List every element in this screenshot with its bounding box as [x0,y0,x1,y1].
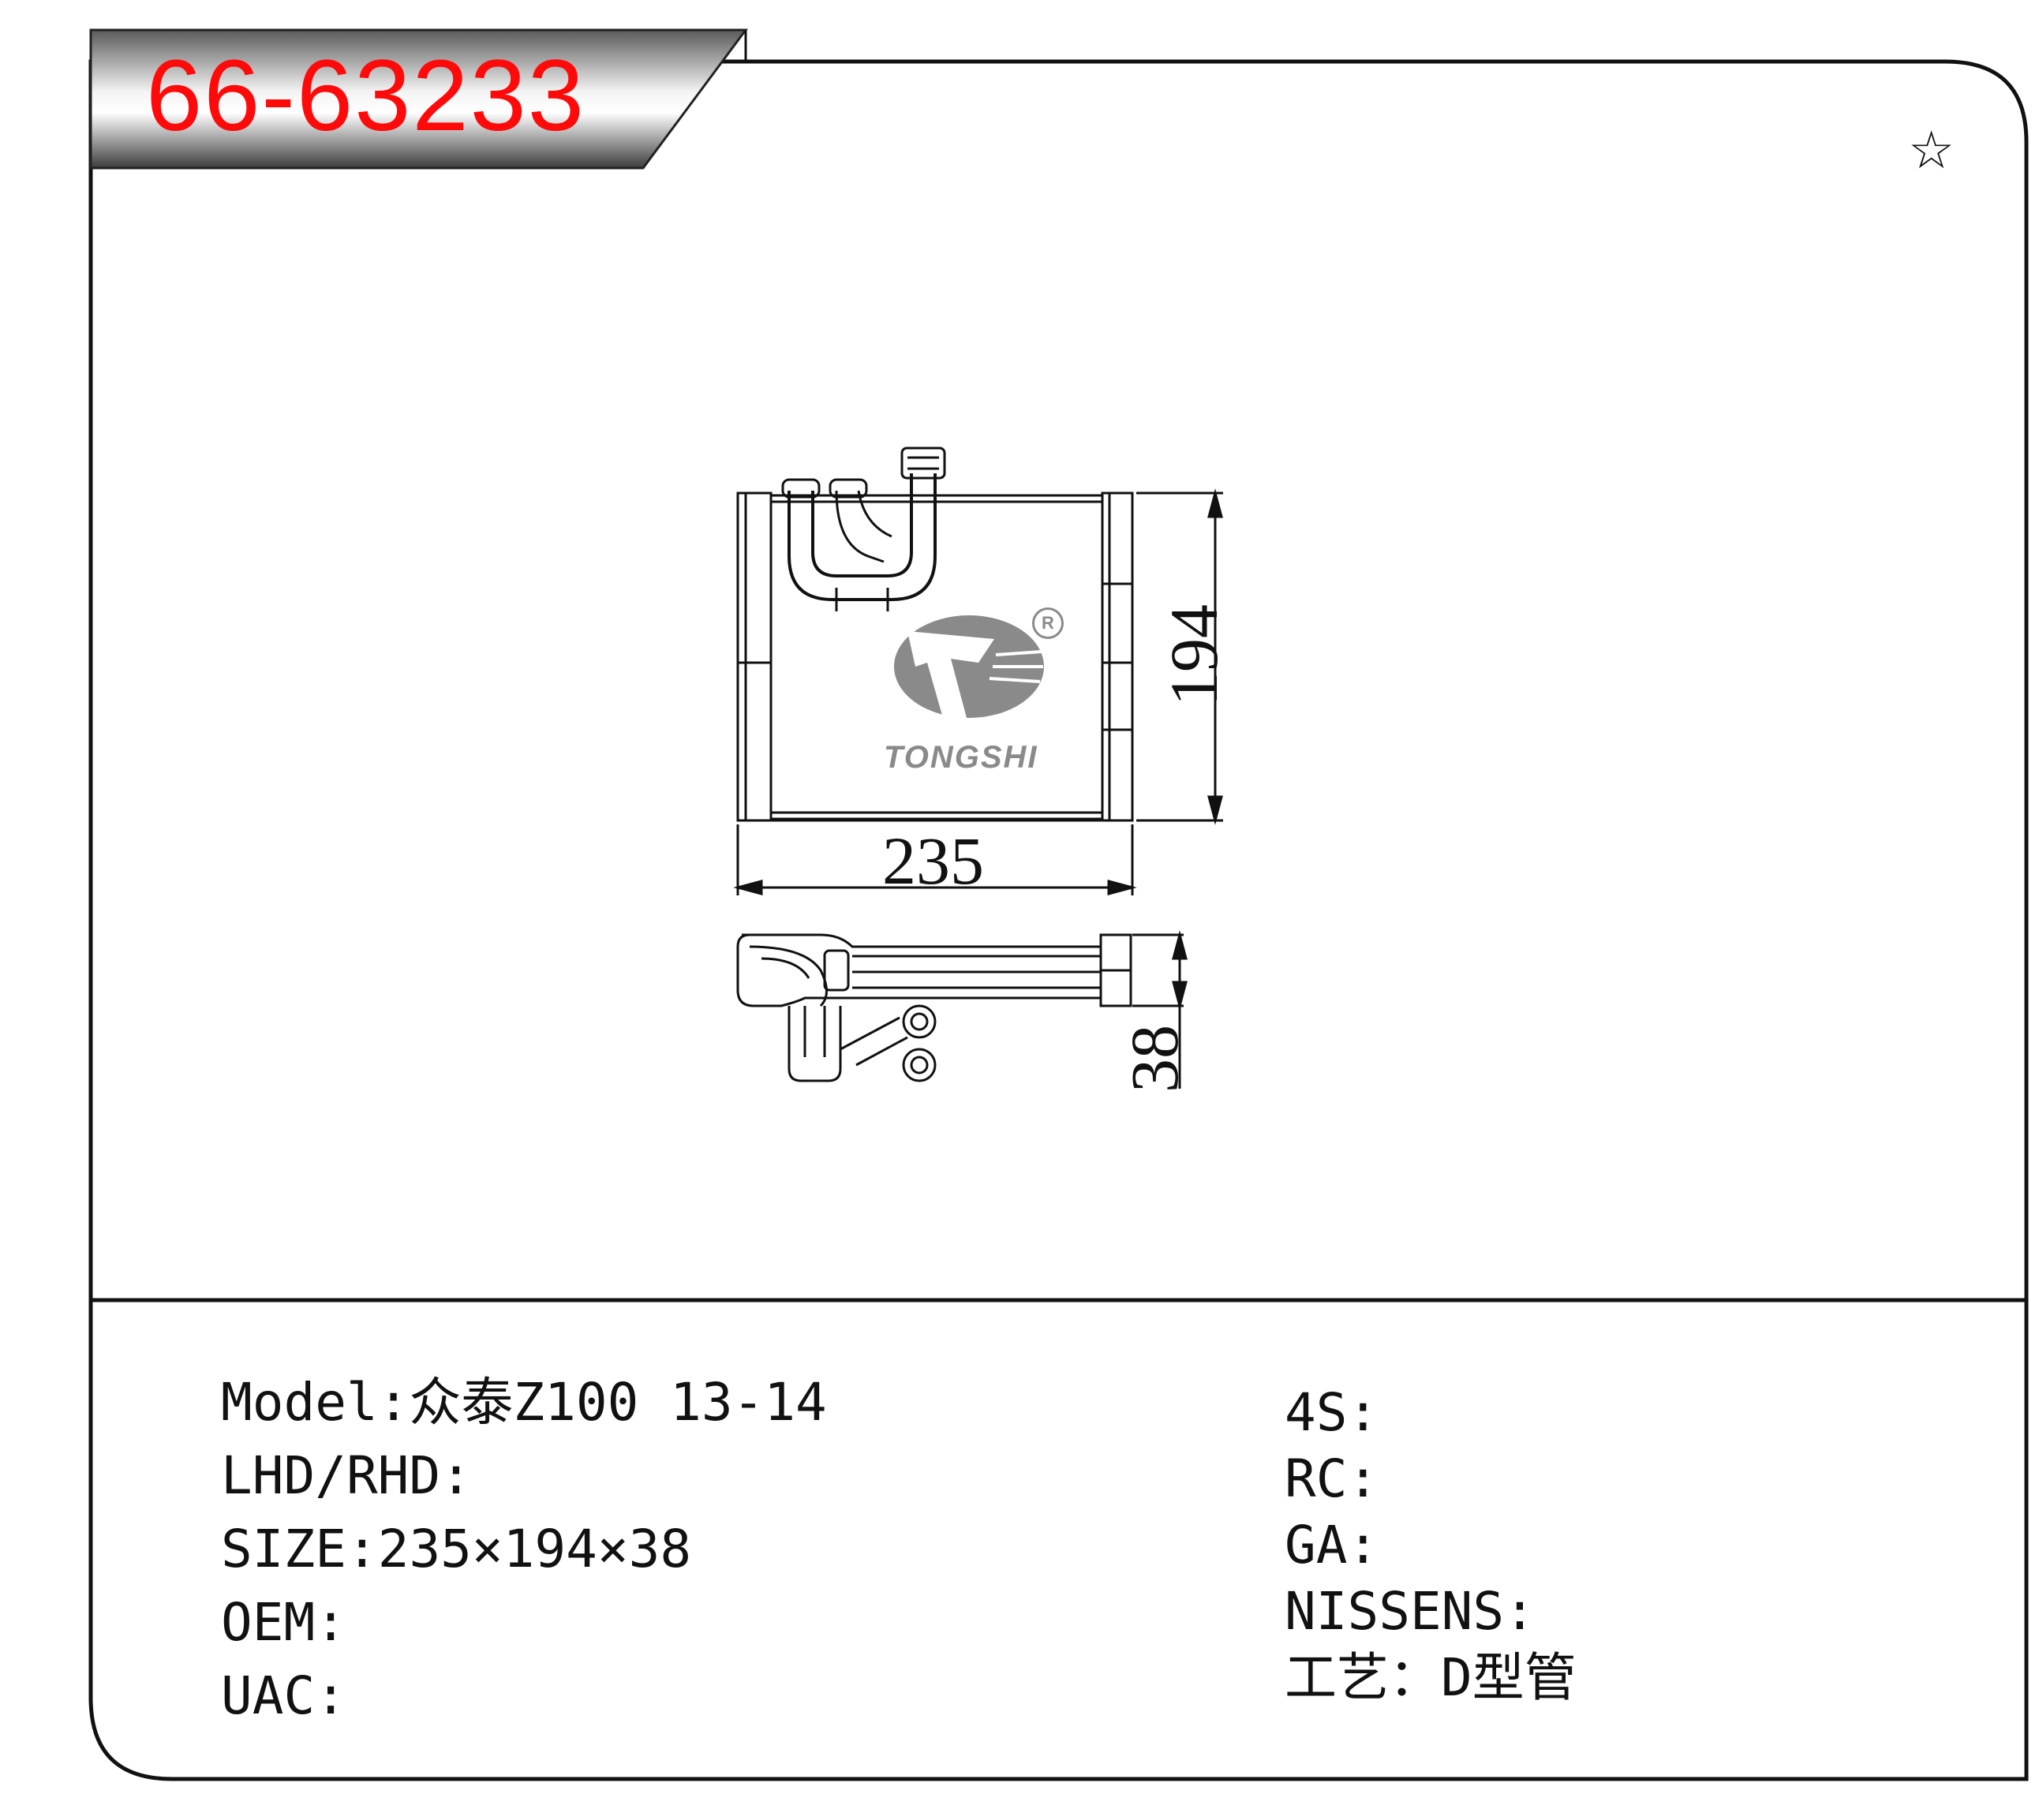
part-number: 66-63233 [146,39,586,152]
spec-sep: : [346,1519,378,1579]
tongshi-logo [894,615,1044,718]
spec-sep: : [1347,1448,1379,1509]
dimension-depth: 38 [1117,1025,1192,1093]
spec-row-rc: RC: [1285,1453,1379,1505]
spec-row-lhd-rhd: LHD/RHD: [221,1450,472,1502]
evaporator-side-view [736,933,1132,1082]
spec-sep: : [315,1665,346,1726]
spec-row-model: Model:众泰Z100 13-14 [221,1377,827,1429]
spec-label: NISSENS [1285,1581,1505,1642]
spec-row-size: SIZE:235×194×38 [221,1523,691,1575]
spec-label: OEM [221,1592,316,1653]
spec-sep: : [1504,1581,1536,1642]
depth-dimension [1132,930,1188,1089]
spec-sep: : [1347,1382,1379,1443]
spec-sep: : [440,1445,472,1506]
dimension-width: 235 [882,823,984,899]
spec-row-oem: OEM: [221,1597,346,1649]
spec-label: Model [221,1372,378,1433]
spec-row-process: 工艺：D型管 [1285,1652,1577,1704]
spec-sep: ： [1389,1647,1441,1708]
spec-label: UAC [221,1665,316,1726]
registered-icon: R [1032,607,1064,639]
spec-row-uac: UAC: [221,1670,346,1722]
outer-frame [88,59,2029,1781]
spec-sep: : [377,1372,410,1433]
spec-value: D型管 [1441,1647,1577,1708]
spec-label: 4S [1285,1382,1348,1443]
spec-row-ga: GA: [1285,1519,1379,1571]
spec-value: 235×194×38 [377,1519,692,1579]
dimension-lines [733,488,1223,895]
dimension-height: 194 [1156,604,1232,706]
spec-label: GA [1285,1515,1348,1575]
brand-name: TONGSHI [884,740,1038,775]
evaporator-front-view [736,447,1134,822]
spec-label: 工艺 [1285,1647,1389,1708]
part-number-banner [89,28,748,170]
spec-label: RC [1285,1448,1348,1509]
spec-sep: : [315,1592,346,1653]
spec-sep: : [1347,1515,1379,1575]
spec-label: LHD/RHD [221,1445,441,1506]
spec-value: 众泰Z100 13-14 [409,1372,827,1433]
spec-row-4s: 4S: [1285,1387,1379,1439]
star-icon: ☆ [1908,120,1955,181]
spec-row-nissens: NISSENS: [1285,1586,1536,1638]
spec-label: SIZE [221,1519,346,1579]
